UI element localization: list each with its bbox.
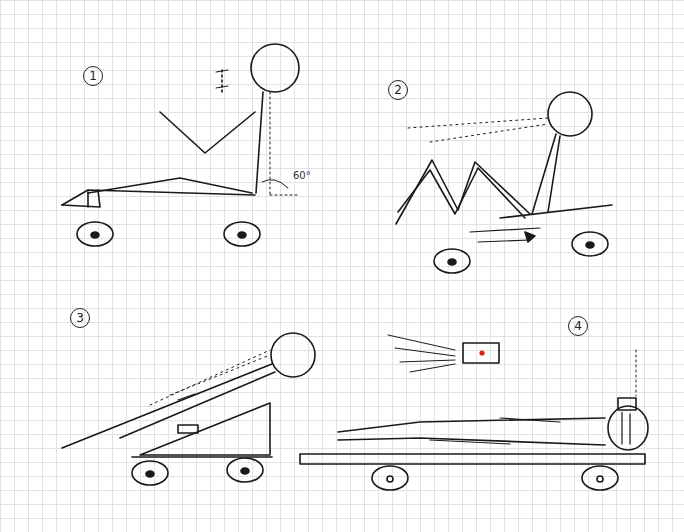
angle-label: 60° <box>293 170 311 181</box>
callout-text: 4 <box>574 319 582 333</box>
callout-text: 2 <box>394 83 402 97</box>
callout-text: 1 <box>89 69 97 83</box>
callout-number: 3 <box>70 308 90 328</box>
panel-one-figure <box>62 44 300 246</box>
panel-four-figure <box>300 335 648 490</box>
callout-number: 2 <box>388 80 408 100</box>
callout-text: 3 <box>76 311 84 325</box>
callout-number: 4 <box>568 316 588 336</box>
panel-three-figure <box>62 333 315 485</box>
callout-number: 1 <box>83 66 103 86</box>
panel-two-figure <box>396 92 612 273</box>
